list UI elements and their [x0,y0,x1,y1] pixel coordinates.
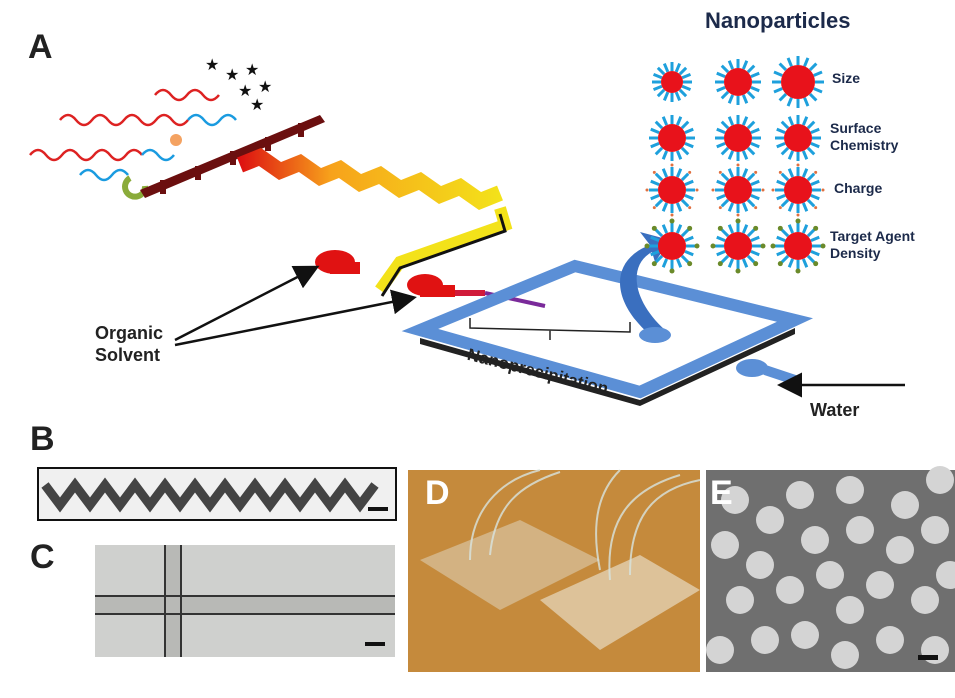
svg-text:★: ★ [238,83,252,100]
nanoparticle-grid [644,56,826,274]
nanoparticle-tem [831,641,859,669]
nanoparticle-tem [911,586,939,614]
yellow-channel [375,206,513,294]
nanoparticle-tem [836,596,864,624]
panel-label-e: E [710,474,733,512]
nanoparticle [715,59,761,105]
nanoparticle-tem [711,531,739,559]
property-target-agent-density: Target Agent Density [830,228,915,261]
water-label: Water [810,400,860,420]
nanoparticle-tem [891,491,919,519]
svg-text:★: ★ [258,79,272,96]
nanoparticle-tem [921,516,949,544]
nanoparticle-tem [791,621,819,649]
nanoparticle-tem [801,526,829,554]
nanoparticle [772,56,824,108]
svg-text:★: ★ [250,97,264,114]
mixing-channel-inlet [140,115,325,198]
nanoparticle-tem [786,481,814,509]
nanoparticle-tem [776,576,804,604]
nanoparticle-tem [846,516,874,544]
nanoparticle [645,163,699,217]
panel-label-c: C [30,538,55,576]
nanoparticle-tem [706,636,734,664]
panel-label-d: D [425,474,450,512]
property-surface-chemistry: Surface Chemistry [830,120,899,153]
nanoparticle-tem [866,571,894,599]
property-size: Size [832,70,861,86]
nanoparticle [715,115,761,161]
nanoparticle-tem [926,466,954,494]
nanoparticle [711,163,765,217]
panel-label-a: A [28,28,53,66]
nanoparticle-tem [746,551,774,579]
nanoparticles-title: Nanoparticles [705,8,851,33]
panel-label-b: B [30,420,55,458]
property-charge: Charge [834,180,883,196]
nanoparticle [644,218,700,274]
nanoparticle [770,218,826,274]
nanoparticle-tem [816,561,844,589]
nanoparticle-tem [726,586,754,614]
bracket [469,318,631,340]
polymer-chains [29,88,237,200]
nanoprecipitation-chamber [401,259,814,399]
zigzag-mixer [237,147,503,211]
nanoparticle [771,163,825,217]
nanoparticle [710,218,766,274]
nanoparticle [775,115,821,161]
svg-text:★: ★ [205,57,219,74]
svg-text:★: ★ [225,67,239,84]
curved-arrow-icon [620,232,670,335]
nanoparticle-tem [886,536,914,564]
nanoparticle-tem [751,626,779,654]
nanoparticle-tem [836,476,864,504]
nanoparticle-tem [936,561,955,589]
nanoparticle-tem [876,626,904,654]
svg-text:★: ★ [245,62,259,79]
nanoparticle-tem [721,486,749,514]
organic-solvent-label: Organic Solvent [95,323,164,365]
nanoparticle [652,62,692,102]
stars-icon: ★★★★★★ [205,57,272,114]
nanoparticle [649,115,695,161]
nanoparticle-tem [756,506,784,534]
